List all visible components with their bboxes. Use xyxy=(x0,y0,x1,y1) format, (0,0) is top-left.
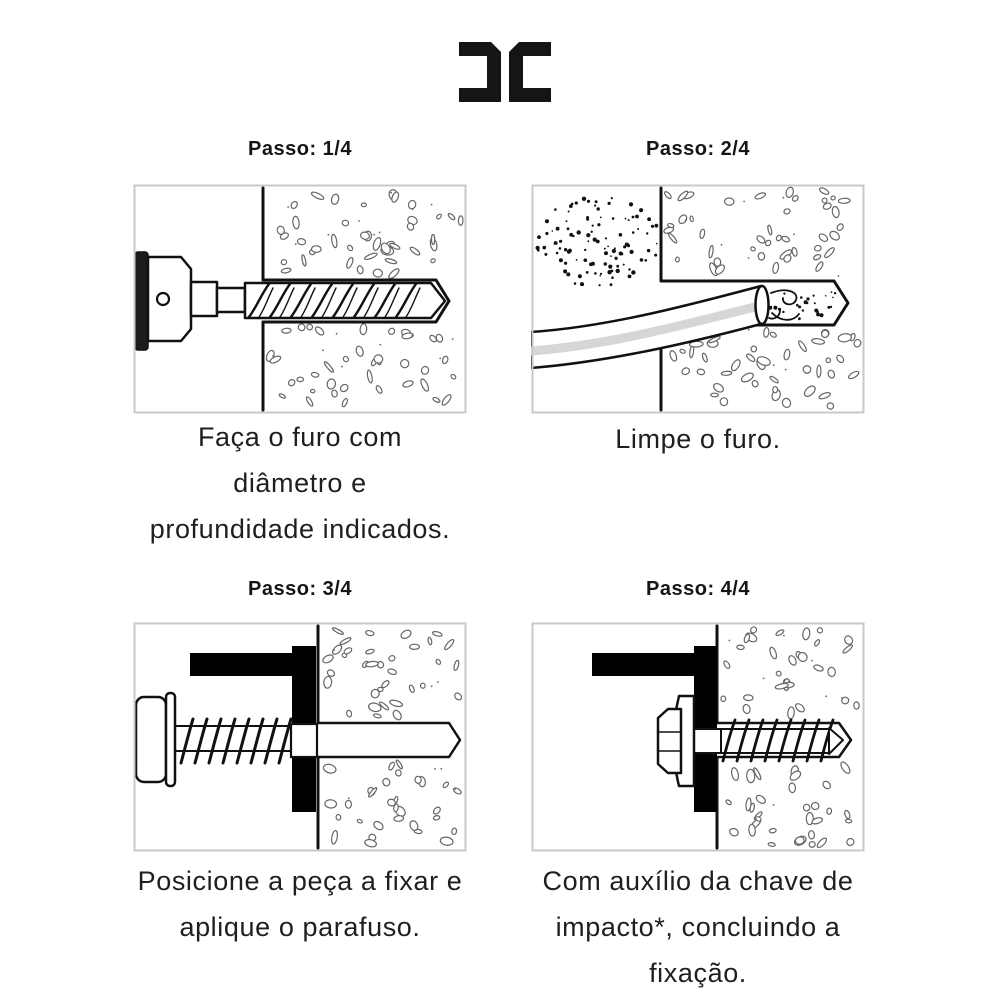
caption-line: Limpe o furo. xyxy=(615,424,781,454)
brand-logo-icon xyxy=(459,42,551,102)
caption-line: Com auxílio da chave de xyxy=(542,866,854,896)
concrete-texture xyxy=(322,627,463,848)
caption-line: Faça o furo com xyxy=(197,422,403,452)
caption-line: impacto*, concluindo a xyxy=(555,912,841,942)
step-1-illustration xyxy=(133,184,467,414)
step-1-caption: Faça o furo com diâmetro e profundidade … xyxy=(103,414,497,552)
step-3-caption: Posicione a peça a fixar e aplique o par… xyxy=(103,858,497,950)
dust-cloud xyxy=(535,196,659,287)
concrete-texture xyxy=(720,626,860,849)
step-3-illustration xyxy=(133,622,467,852)
caption-line: Posicione a peça a fixar e xyxy=(137,866,463,896)
step-3-title: Passo: 3/4 xyxy=(248,578,352,600)
concrete-texture xyxy=(663,186,862,410)
step-4-title: Passo: 4/4 xyxy=(646,578,750,600)
dust-cloud xyxy=(768,291,837,321)
step-2-title: Passo: 2/4 xyxy=(646,138,750,160)
caption-line: aplique o parafuso. xyxy=(179,912,421,942)
caption-line: fixação. xyxy=(649,958,747,988)
step-1-title: Passo: 1/4 xyxy=(248,138,352,160)
caption-line: profundidade indicados. xyxy=(149,514,451,544)
step-2-illustration xyxy=(531,184,865,414)
step-2-caption: Limpe o furo. xyxy=(531,416,865,462)
caption-line: diâmetro e xyxy=(233,468,367,498)
step-4-caption: Com auxílio da chave de impacto*, conclu… xyxy=(503,858,893,996)
step-4-illustration xyxy=(531,622,865,852)
concrete-texture xyxy=(265,189,464,408)
